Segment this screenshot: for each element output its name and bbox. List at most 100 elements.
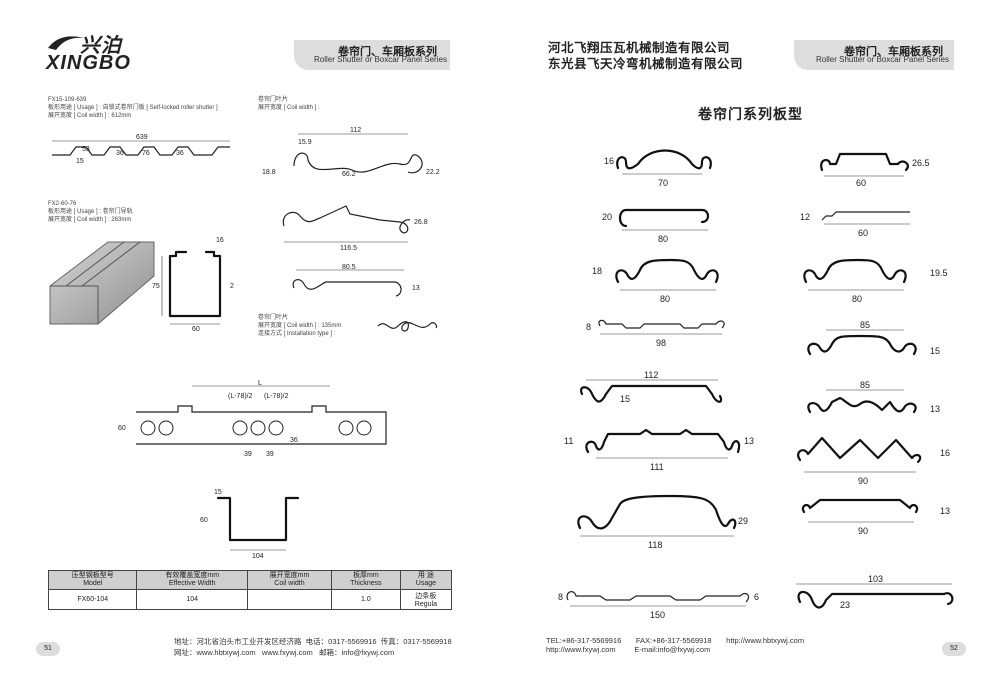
profile-5: 80 18: [592, 258, 719, 304]
fx2-coil: 展开宽度 [ Coil width ] : 263mm: [48, 217, 132, 223]
profile-11: 111 11 13: [564, 428, 754, 472]
profile-13: 118 29: [577, 494, 748, 550]
fx2-title: FX2-60-76: [48, 201, 77, 207]
fx1-dim-c: 36: [116, 150, 124, 157]
juan2-install: 连接方式 [ Installation type ] :: [258, 331, 336, 337]
juan1-dim-l: 18.8: [262, 169, 276, 176]
svg-text:118: 118: [648, 540, 662, 550]
svg-text:60: 60: [856, 178, 866, 188]
svg-text:90: 90: [858, 526, 868, 536]
svg-text:112: 112: [644, 370, 658, 380]
svg-text:12: 12: [800, 212, 810, 222]
juan2-info: 卷帘门叶片 展开宽度 [ Coil width ] : 135mm 连接方式 […: [258, 314, 378, 338]
p3-dim-w: 80.5: [342, 264, 356, 271]
fx2-usage: 板形用途 [ Usage ] : 卷帘门导轨: [48, 209, 133, 215]
profile-2: 60 26.5: [820, 152, 930, 188]
fx1-info: FX15-109-639 板形用途 [ Usage ] : 自锁式卷帘门板 [ …: [48, 96, 248, 120]
brand-cn: 兴泊: [80, 35, 122, 57]
juan2-coil: 展开宽度 [ Coil width ] : 135mm: [258, 323, 342, 329]
svg-text:13: 13: [940, 506, 950, 516]
juan1-profile-drawing: 112 18.8 22.2 15.9 66.2: [262, 127, 440, 178]
brand-logo: 兴泊 XINGBO: [40, 28, 152, 74]
juan1-dim-r: 22.2: [426, 169, 440, 176]
section-cn: 卷帘门、车厢板系列: [338, 46, 437, 58]
company-name-1: 河北飞翔压瓦机械制造有限公司: [548, 41, 731, 55]
fx1-dim-d: 76: [142, 150, 150, 157]
profile-7: 98 8: [586, 319, 725, 348]
page-number-left: 51: [36, 642, 60, 656]
svg-text:90: 90: [858, 476, 868, 486]
fx1-dim-b: 15: [76, 158, 84, 165]
svg-text:103: 103: [868, 574, 883, 584]
profile-14: 90 13: [801, 498, 950, 536]
fx2-dim-w: 60: [192, 326, 200, 333]
fx1-dim-a: 53: [82, 146, 90, 153]
channel-dim-w: 104: [252, 553, 264, 560]
punch-dim-L: L: [258, 380, 262, 387]
fx2-dim-h: 75: [152, 283, 160, 290]
fx1-usage: 板形用途 [ Usage ] : 自锁式卷帘门板 [ Self-locked r…: [48, 105, 218, 111]
fx1-profile-drawing: 639 53 15 36 76 36: [52, 134, 230, 165]
svg-text:80: 80: [852, 294, 862, 304]
svg-text:15: 15: [930, 346, 940, 356]
punch-strip-drawing: L (L-78)/2 (L-78)/2 60 39 39 36: [118, 380, 387, 458]
svg-text:29: 29: [738, 516, 748, 526]
svg-text:80: 80: [658, 234, 668, 244]
svg-text:23: 23: [840, 600, 850, 610]
section-tab-right: 卷帘门、车厢板系列 Roller Shutter or Boxcar Panel…: [794, 40, 954, 70]
profile-4: 60 12: [800, 211, 910, 238]
fx2-dim-top: 16: [216, 237, 224, 244]
svg-text:19.5: 19.5: [930, 268, 948, 278]
svg-text:13: 13: [930, 404, 940, 414]
svg-text:20: 20: [602, 212, 612, 222]
hook-profile-drawing: 116.5 26.8: [282, 205, 428, 252]
svg-text:15: 15: [620, 394, 630, 404]
footer-left: 地址：河北省泊头市工业开发区经济路 电话：0317-5569916 传真：031…: [174, 637, 452, 657]
svg-text:111: 111: [650, 462, 664, 472]
svg-text:80: 80: [660, 294, 670, 304]
profile-15: 150 8 6: [558, 591, 759, 620]
svg-text:8: 8: [586, 322, 591, 332]
svg-text:70: 70: [658, 178, 668, 188]
p3-dim-h: 13: [412, 285, 420, 292]
brand-en: XINGBO: [46, 52, 131, 74]
svg-text:85: 85: [860, 380, 870, 390]
svg-text:16: 16: [940, 448, 950, 458]
footer-right: TEL:+86-317-5569916 FAX:+86-317-5569918 …: [546, 636, 805, 654]
profile-8: 85 15: [807, 320, 940, 356]
p2-dim-h: 26.8: [414, 219, 428, 226]
juan1-dim-a: 15.9: [298, 139, 312, 146]
svg-text:98: 98: [656, 338, 666, 348]
profile-12: 90 16: [797, 436, 950, 486]
svg-text:85: 85: [860, 320, 870, 330]
fx1-coil: 展开宽度 [ Coil width ] : 612mm: [48, 113, 132, 119]
svg-text:11: 11: [564, 436, 573, 446]
logo-swoosh-icon: [48, 36, 84, 50]
svg-text:16: 16: [604, 156, 614, 166]
svg-text:18: 18: [592, 266, 602, 276]
fx1-dim-total: 639: [136, 134, 148, 141]
page-title: 卷帘门系列板型: [698, 106, 803, 122]
juan2-wave-drawing: [377, 321, 438, 332]
fx2-info: FX2-60-76 板形用途 [ Usage ] : 卷帘门导轨 展开宽度 [ …: [48, 200, 228, 224]
svg-text:6: 6: [754, 592, 759, 602]
profile-1: 70 16: [604, 149, 712, 188]
profile-9: 112 15: [580, 370, 723, 404]
svg-text:150: 150: [650, 610, 665, 620]
fx2-section-drawing: 75 60 16 2: [152, 237, 234, 333]
svg-text:26.5: 26.5: [912, 158, 930, 168]
page-number-right: 52: [942, 642, 966, 656]
fx1-title: FX15-109-639: [48, 97, 87, 103]
section-en: Roller Shutter or Boxcar Panel Series: [314, 55, 447, 64]
p2-dim-w: 116.5: [340, 245, 357, 252]
punch-dim-h: 60: [118, 425, 126, 432]
juan1-coil: 展开宽度 [ Coil width ] :: [258, 105, 320, 111]
juan1-info: 卷帘门叶片 展开宽度 [ Coil width ] :: [258, 96, 418, 112]
